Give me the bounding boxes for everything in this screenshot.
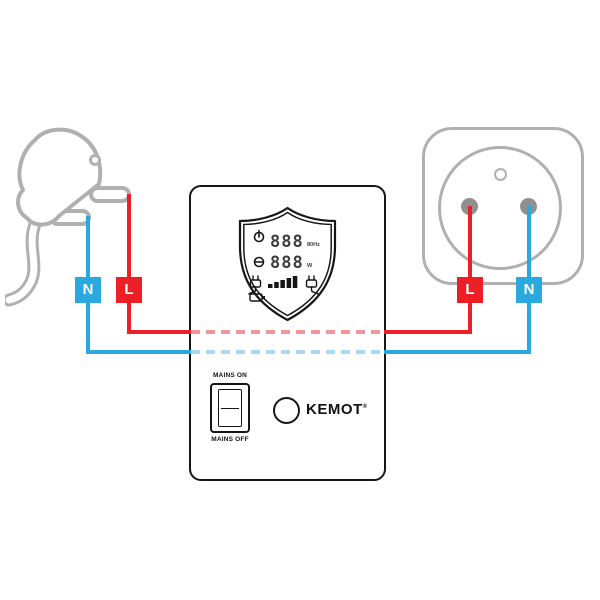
shield-display: 888 80Hz 888 W <box>238 206 337 322</box>
minus-circle-icon <box>253 256 265 268</box>
display-row2-digits: 888 <box>270 253 304 273</box>
neutral-wire-right-horizontal <box>384 350 531 354</box>
neutral-wire-left-horizontal <box>86 350 191 354</box>
ac-plug-icon-right <box>305 275 319 295</box>
display-row1-unit: 80Hz <box>307 242 320 248</box>
battery-bars-icon <box>268 276 298 288</box>
terminal-label-neutral-right: N <box>516 277 542 303</box>
brand-logo: KEMOT® <box>306 401 368 418</box>
mains-switch-rocker <box>218 389 242 427</box>
battery-icon <box>249 293 265 302</box>
plug-cable <box>5 217 42 307</box>
ac-plug-icon-left <box>248 275 262 295</box>
live-wire-right-horizontal <box>384 330 472 334</box>
live-wire-right-vertical <box>468 206 472 334</box>
brand-text: KEMOT <box>306 401 363 418</box>
power-icon <box>253 229 265 243</box>
terminal-label-live-right: L <box>457 277 483 303</box>
ground-pin-icon <box>494 168 507 181</box>
plug-body <box>16 127 103 227</box>
mains-off-label: MAINS OFF <box>211 436 249 443</box>
shield-inner-line <box>243 211 332 317</box>
plug-screw-icon <box>89 154 101 166</box>
display-row1-digits: 888 <box>270 232 304 252</box>
mains-plug-illustration <box>5 127 131 307</box>
neutral-wire-dashed-through-device <box>191 350 384 354</box>
terminal-label-neutral-left: N <box>75 277 101 303</box>
mains-switch <box>210 383 250 433</box>
live-wire-left-vertical <box>127 194 131 334</box>
display-row2-unit: W <box>307 263 313 269</box>
plug-pin-live <box>89 186 131 203</box>
socket-recess <box>438 146 562 270</box>
mains-on-label: MAINS ON <box>212 372 248 379</box>
shield-outline <box>238 206 337 322</box>
live-wire-left-horizontal <box>127 330 191 334</box>
indicator-button <box>273 397 300 424</box>
registered-mark: ® <box>362 404 368 410</box>
live-wire-dashed-through-device <box>191 330 384 334</box>
terminal-label-live-left: L <box>116 277 142 303</box>
